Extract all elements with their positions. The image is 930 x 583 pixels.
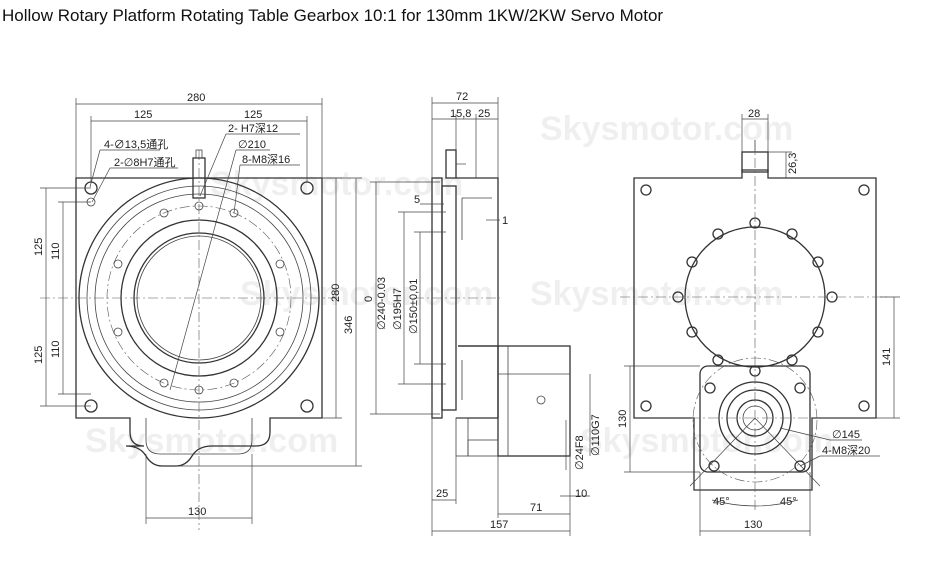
dim-label: 25: [436, 488, 448, 500]
callout-label: ∅145: [832, 429, 860, 441]
dim-label: 25: [478, 108, 490, 120]
rear-corner-holes: [640, 184, 870, 412]
side-bottom-tab: [455, 417, 469, 457]
watermark: Skysmotor.com: [210, 165, 463, 203]
watermark: Skysmotor.com: [540, 110, 793, 148]
dim-label: 125: [33, 238, 45, 256]
dim-label: ∅150±0,01: [408, 279, 420, 334]
callout-label: 4-∅13,5通孔: [104, 138, 168, 151]
dim-label: 130: [617, 410, 629, 428]
watermark: Skysmotor.com: [580, 422, 833, 460]
callout-label: 2-∅8H7通孔: [114, 156, 176, 169]
dim-label: ∅110G7: [590, 414, 602, 456]
dim-label: 0: [363, 296, 375, 302]
dim-label: 15,8: [450, 108, 471, 120]
dim-label: 1: [502, 215, 508, 227]
dim-label: 141: [881, 348, 893, 366]
side-motor-adapter: [497, 345, 571, 457]
front-sensor-cap: [195, 149, 203, 159]
watermark-group: Skysmotor.com Skysmotor.com Skysmotor.co…: [85, 110, 833, 460]
dim-label: 10: [575, 488, 587, 500]
dim-label: 125: [33, 346, 45, 364]
front-tab-inner: [145, 418, 253, 455]
watermark: Skysmotor.com: [530, 275, 783, 313]
side-view: 72 15,8 25 5 1 0 ∅240-0.03 ∅195H7 ∅150±0…: [363, 91, 602, 536]
dim-label: 110: [50, 242, 62, 260]
dim-label: 5: [414, 194, 420, 206]
angle-label: 45°: [780, 496, 797, 508]
dim-label: 130: [744, 519, 762, 531]
dim-label: 157: [490, 519, 508, 531]
page-title: Hollow Rotary Platform Rotating Table Ge…: [2, 6, 664, 25]
watermark: Skysmotor.com: [240, 275, 493, 313]
dim-label: 28: [748, 108, 760, 120]
rear-view: 45° 45° 28 26,3 141 130 130 ∅145 4-M8深20: [617, 108, 900, 536]
dim-label: 72: [456, 91, 468, 103]
dim-label: 280: [187, 92, 205, 104]
angle-label: 45°: [713, 496, 730, 508]
callout-label: 8-M8深16: [242, 153, 290, 166]
front-view: 280 125 125 4-∅13,5通孔 2-∅8H7通孔 2- H7深12 …: [33, 92, 362, 530]
dim-label: 346: [343, 316, 355, 334]
dim-label: 71: [530, 502, 542, 514]
dim-label: 110: [50, 340, 62, 358]
dim-label: ∅195H7: [392, 288, 404, 330]
dim-label: ∅24F8: [574, 435, 586, 470]
callout-label: 2- H7深12: [228, 122, 278, 135]
callout-label: ∅210: [238, 139, 266, 151]
dim-label: 280: [330, 284, 342, 302]
dim-label: ∅240-0.03: [376, 277, 388, 330]
dim-label: 125: [244, 109, 262, 121]
side-bolt-hole: [536, 395, 546, 405]
dim-label: 130: [188, 506, 206, 518]
dim-label: 26,3: [787, 153, 799, 174]
callout-label: 4-M8深20: [822, 444, 870, 457]
dim-label: 125: [134, 109, 152, 121]
rear-pcd-holes: [672, 217, 838, 377]
